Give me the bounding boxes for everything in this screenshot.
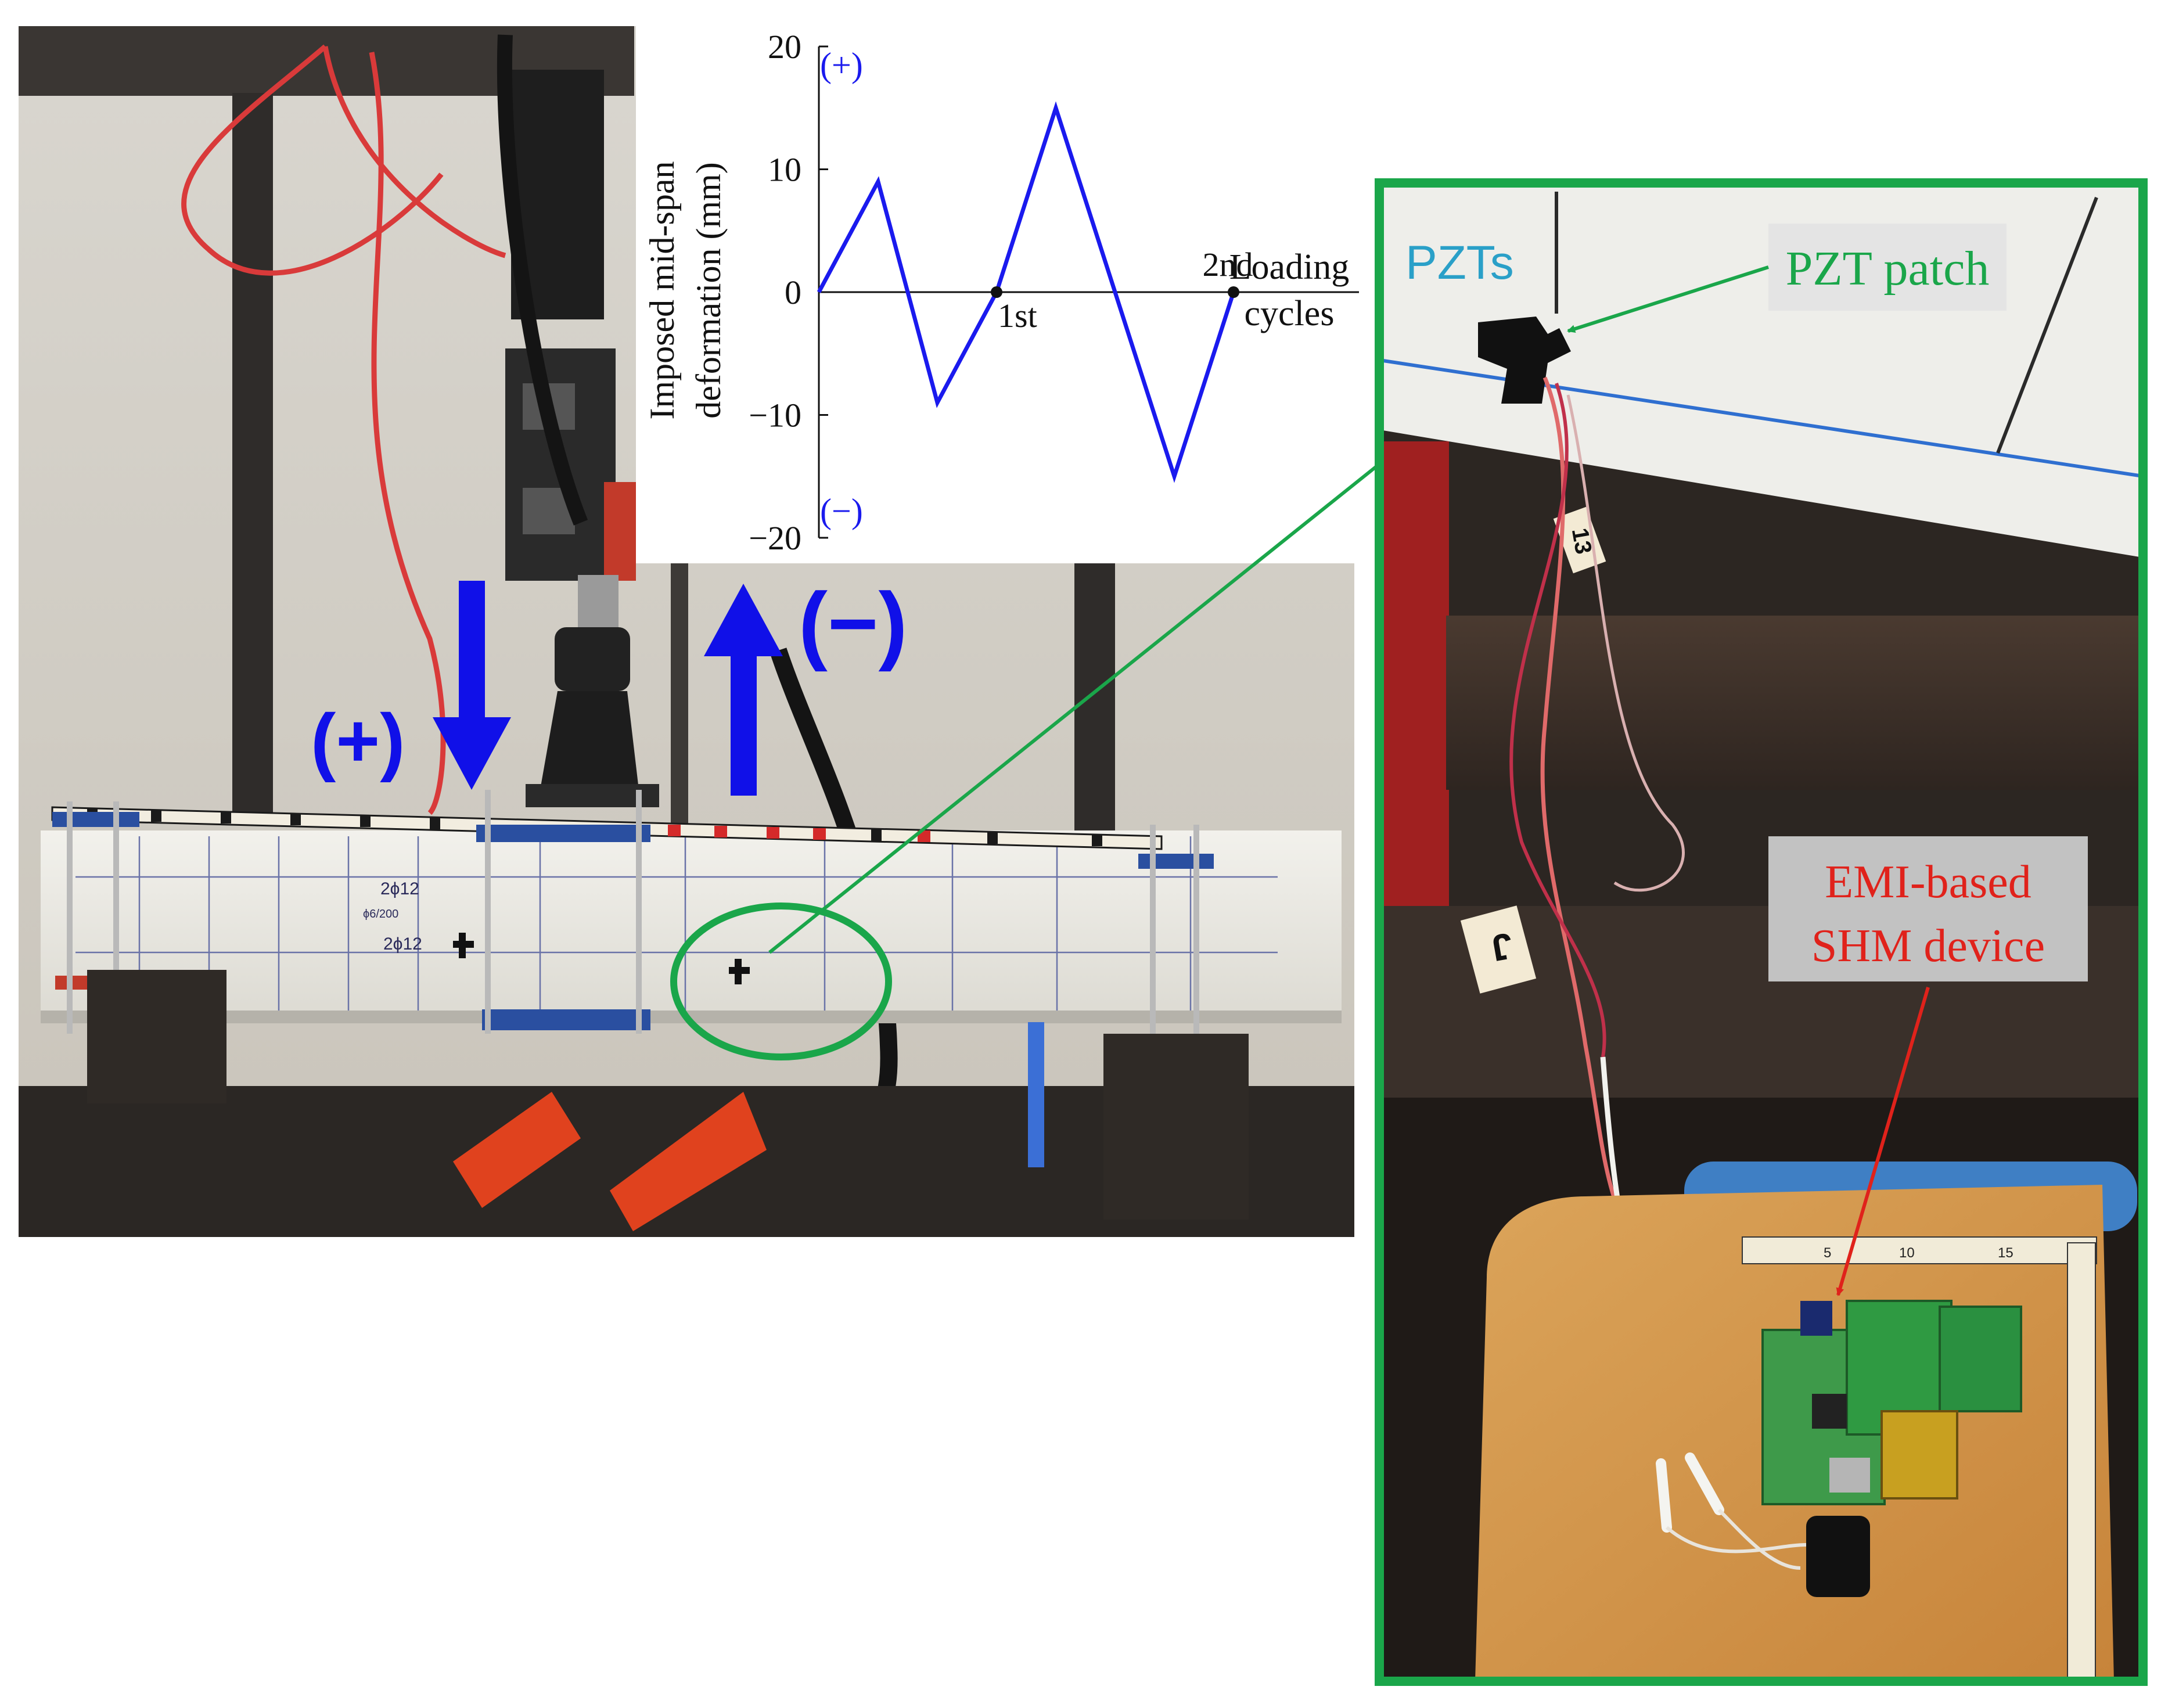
pzt-patch-closeup bbox=[1478, 317, 1571, 404]
chart-minus-label: (−) bbox=[820, 492, 863, 530]
red-support-beam bbox=[453, 1092, 581, 1208]
ruler-mark: 10 bbox=[1899, 1245, 1915, 1261]
load-arrow-up bbox=[704, 584, 783, 796]
pzt-callout-arrow bbox=[1567, 265, 1769, 333]
dark-beam-1 bbox=[1446, 616, 2143, 790]
pzt-patch-callout: PZT patch bbox=[1567, 224, 2007, 333]
red-support-beam bbox=[610, 1092, 767, 1231]
pzt-mark bbox=[729, 959, 750, 984]
pzt-highlight-ellipse bbox=[670, 902, 892, 1060]
chart-xlabel-line1: Loading bbox=[1229, 247, 1350, 287]
clamp-plate-center bbox=[476, 825, 650, 842]
steel-frame-column-left bbox=[232, 93, 273, 819]
load-cell bbox=[555, 627, 630, 691]
shm-device-callout: EMI-based SHM device bbox=[1768, 836, 2088, 1296]
sd-card bbox=[1800, 1301, 1832, 1336]
pzt-callout-label: PZT patch bbox=[1786, 242, 1990, 296]
beam-label-top: 2ϕ12 bbox=[380, 879, 419, 898]
threaded-rods bbox=[67, 790, 1199, 1156]
shm-callout-line2: SHM device bbox=[1811, 920, 2045, 972]
tape-red-marks bbox=[668, 825, 930, 842]
alligator-clips bbox=[1656, 1452, 1724, 1533]
chart-cycle-marker bbox=[991, 286, 1002, 298]
support-block-left bbox=[87, 970, 226, 1103]
sensor-wires bbox=[1509, 383, 1606, 1058]
load-arrow-down-label: (+) bbox=[311, 698, 405, 783]
load-arrow-down bbox=[433, 581, 511, 790]
usb-stick bbox=[1806, 1516, 1870, 1597]
shm-circuit-board bbox=[1939, 1306, 2022, 1412]
chart-y-tick-label: −10 bbox=[749, 397, 801, 434]
red-cable bbox=[181, 44, 506, 815]
clamp-plate-right bbox=[1138, 854, 1214, 869]
chart-series-line bbox=[817, 101, 1236, 483]
rc-beam bbox=[41, 830, 1342, 1022]
folding-ruler bbox=[1742, 1236, 2097, 1264]
processor-chip bbox=[1812, 1394, 1847, 1429]
chart-plot-area: 20 10 0 −10 −20 1st 2nd bbox=[749, 28, 1359, 557]
pzt-callout-box bbox=[1768, 224, 2007, 311]
shm-callout-line1: EMI-based bbox=[1825, 857, 2031, 908]
beam-label-bottom: 2ϕ12 bbox=[383, 934, 422, 954]
red-frame bbox=[1379, 441, 1449, 906]
sensor-wires bbox=[1540, 376, 1651, 1268]
right-photo-frame bbox=[1375, 178, 2148, 1686]
ruler-mark: 15 bbox=[1998, 1245, 2013, 1261]
adapter-board bbox=[1880, 1410, 1958, 1500]
chart-y-tick-label: 10 bbox=[768, 151, 801, 189]
beam-marker-line bbox=[1996, 196, 2098, 454]
clip-cables bbox=[1666, 1508, 1807, 1570]
shm-callout-arrow bbox=[1836, 987, 1930, 1296]
clamp-plate-left bbox=[52, 812, 139, 827]
chart-y-tick-label: 0 bbox=[785, 274, 801, 311]
support-block-right bbox=[1103, 1034, 1249, 1220]
chart-xlabel-line2: cycles bbox=[1245, 294, 1335, 333]
wall-pipe bbox=[671, 558, 688, 836]
sensor-wires bbox=[1566, 394, 1685, 892]
cable-tag bbox=[1553, 506, 1606, 574]
blue-pipe bbox=[1028, 1022, 1044, 1167]
chart-ylabel-line2: deformation (mm) bbox=[689, 162, 728, 419]
wall-handwriting-pzts: PZTs bbox=[1405, 236, 1514, 289]
chart-y-tick-label: −20 bbox=[749, 519, 801, 557]
usb-port bbox=[1829, 1458, 1870, 1493]
clamp-plate-center-bottom bbox=[482, 1009, 650, 1030]
ruler-mark: 5 bbox=[1824, 1245, 1831, 1261]
chart-cycle-label: 1st bbox=[998, 297, 1037, 335]
chart-cycle-label: 2nd bbox=[1203, 246, 1253, 283]
beam-label-stirrup: ϕ6/200 bbox=[363, 908, 398, 920]
red-sensor-box bbox=[604, 482, 636, 581]
chart-plus-label: (+) bbox=[820, 46, 863, 84]
hydraulic-hose bbox=[497, 34, 588, 526]
loading-chart: 20 10 0 −10 −20 1st 2nd Imposed mid-span defor… bbox=[636, 23, 1359, 563]
shm-callout-box bbox=[1768, 836, 2088, 981]
loading-head bbox=[540, 691, 639, 790]
pzt-mark bbox=[453, 933, 474, 958]
steel-frame-column-right bbox=[1074, 558, 1115, 836]
chart-ylabel-line1: Imposed mid-span bbox=[643, 161, 681, 420]
chart-cycle-marker bbox=[1228, 286, 1239, 298]
chart-y-tick-label: 20 bbox=[768, 28, 801, 66]
beam-bottom-shadow bbox=[41, 1011, 1342, 1023]
cable-tag bbox=[1460, 905, 1537, 994]
load-arrow-up-label: (−) bbox=[799, 574, 908, 672]
folding-ruler bbox=[2067, 1242, 2096, 1679]
